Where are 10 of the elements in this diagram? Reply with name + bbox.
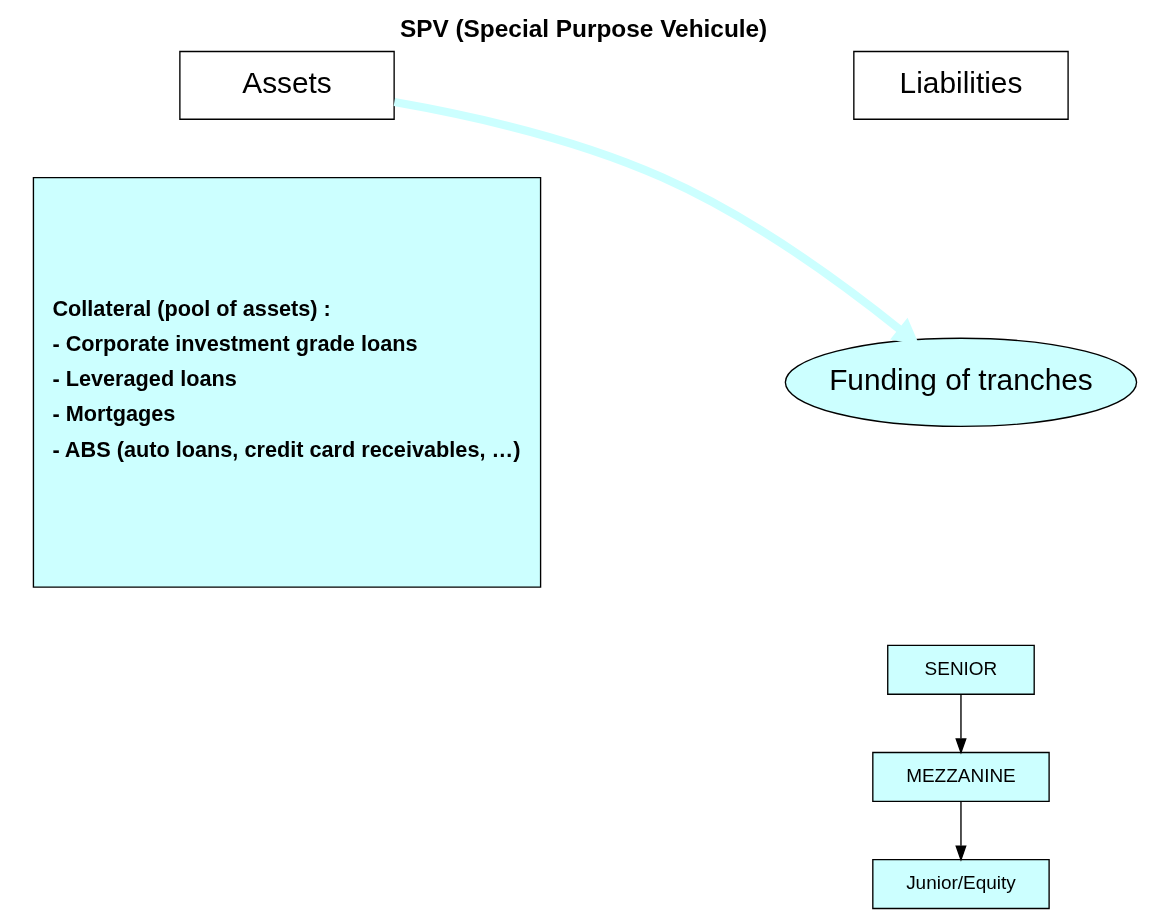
node-box: SENIOR xyxy=(886,644,1035,695)
node-box: MEZZANINE xyxy=(871,751,1050,803)
node-box: Liabilities xyxy=(852,50,1069,120)
node-box: Collateral (pool of assets) : - Corporate investment grade loans - Leveraged loans - Mortgages - ABS (auto loans, credit card receivables, …) xyxy=(32,176,541,588)
diagram-title: SPV (Special Purpose Vehicule) xyxy=(399,15,767,43)
node-box: Junior/Equity xyxy=(871,859,1050,910)
arrow xyxy=(954,800,967,862)
node-box: Assets xyxy=(178,50,395,120)
node-ellipse: Funding of tranches xyxy=(784,337,1137,428)
arrow xyxy=(954,693,967,755)
